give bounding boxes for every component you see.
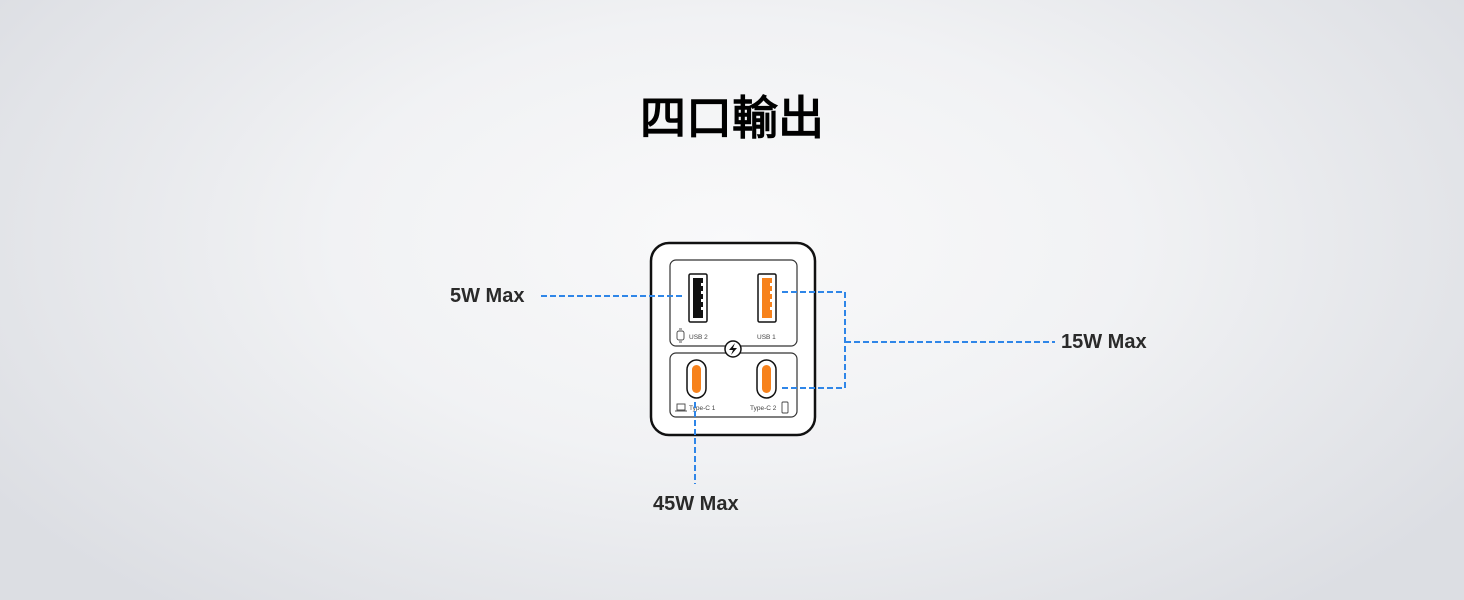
phone-icon xyxy=(781,401,789,414)
fast-charge-icon xyxy=(724,340,742,358)
port-label-usb2: USB 2 xyxy=(689,334,708,341)
port-label-typec2: Type-C 2 xyxy=(750,405,777,412)
page-title: 四口輸出 xyxy=(640,91,824,145)
callout-45w-max: 45W Max xyxy=(653,493,739,515)
port-typec1 xyxy=(686,359,707,399)
callout-15w-max: 15W Max xyxy=(1061,331,1147,353)
port-label-usb1: USB 1 xyxy=(757,334,776,341)
laptop-icon xyxy=(675,403,687,412)
port-usb1 xyxy=(757,273,777,323)
port-label-typec1: Type-C 1 xyxy=(689,405,716,412)
watch-icon xyxy=(676,328,685,343)
port-usb2 xyxy=(688,273,708,323)
callout-5w-max: 5W Max xyxy=(450,285,525,307)
leader-lines xyxy=(541,291,1055,484)
leader-15w-bracket xyxy=(782,291,846,389)
port-typec2 xyxy=(756,359,777,399)
